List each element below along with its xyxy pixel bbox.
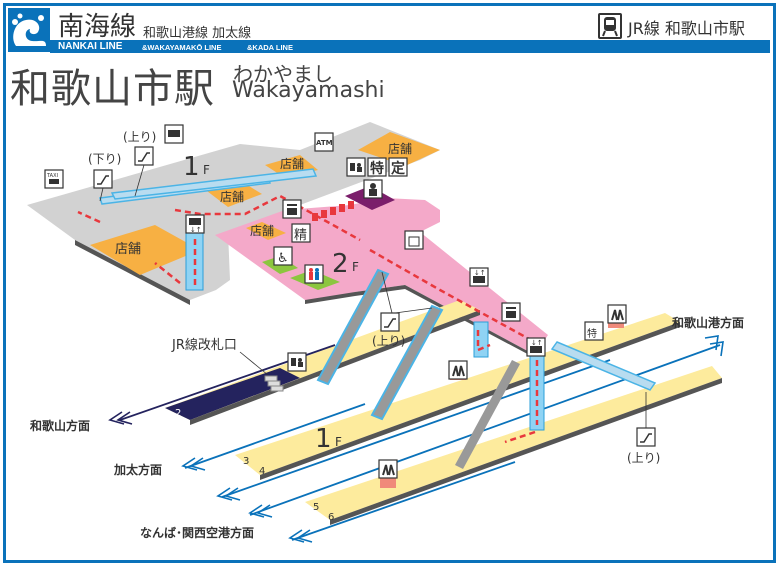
arrow-wakayamako-icon — [704, 335, 724, 357]
escalator-1f-up — [110, 168, 318, 200]
escalator-bridge — [550, 341, 657, 391]
escalator-3 — [455, 360, 520, 469]
direction-arrows — [108, 335, 724, 543]
svg-text:特: 特 — [587, 328, 597, 340]
svg-text:↓↑: ↓↑ — [190, 226, 202, 234]
floor-suffix: F — [335, 435, 342, 449]
escalator-up-label: (上り) — [372, 334, 405, 348]
svg-text:↓↑: ↓↑ — [474, 269, 486, 277]
arrow-left-icon — [248, 504, 273, 518]
escalator-icon — [380, 312, 400, 332]
platform-5-6 — [305, 366, 722, 525]
shop-small — [246, 222, 286, 240]
reserved-seat-icon: 定 — [388, 157, 408, 177]
direction-wakayamako: 和歌山港方面 — [671, 315, 744, 330]
waiting-room-icon — [378, 459, 398, 479]
svg-text:↓↑: ↓↑ — [531, 339, 543, 347]
en-sub-line-2: &KADA LINE — [247, 43, 293, 52]
waiting-room-icon — [607, 304, 627, 324]
walking-routes — [77, 194, 541, 444]
platform-number-3: 3 — [243, 456, 249, 467]
en-main-line: NANKAI LINE — [58, 41, 123, 52]
station-roman: Wakayamashi — [232, 78, 385, 103]
bus-icon — [164, 124, 184, 144]
jr-transfer-label: JR線 和歌山市駅 — [628, 19, 745, 38]
concourse-1f-lower-shadow — [75, 240, 190, 305]
direction-namba-kix: なんば･関西空港方面 — [140, 525, 254, 540]
escalator-up-label: (上り) — [123, 130, 156, 144]
fare-adjustment-icon: 精 — [291, 223, 311, 243]
svg-text:TAXI: TAXI — [46, 173, 58, 179]
platform-number-2: 2 — [175, 408, 181, 419]
coin-locker-icon — [501, 302, 521, 322]
svg-text:定: 定 — [391, 160, 405, 177]
arrow-wakayama-icon — [108, 411, 133, 425]
tracks — [119, 344, 721, 541]
coin-locker-icon — [282, 199, 302, 219]
en-sub-line-1: &WAKAYAMAKŌ LINE — [142, 43, 222, 52]
arrow-namba-icon — [288, 529, 313, 543]
escalator-1 — [316, 268, 390, 386]
line-bar: NANKAI LINE &WAKAYAMAKŌ LINE &KADA LINE — [50, 40, 770, 53]
svg-text:♿: ♿ — [277, 251, 289, 266]
shop-label: 店舗 — [250, 224, 274, 238]
jr-ticket-gate-label: JR線改札口 — [171, 337, 237, 353]
escalator-icon — [93, 169, 113, 189]
train-icon — [598, 13, 622, 39]
arrow-left-icon — [216, 487, 241, 501]
limited-express-ticket-icon: 特 — [367, 157, 387, 177]
ticket-office-icon — [346, 157, 366, 177]
floor-2f: 2 — [332, 249, 349, 279]
escalator-up-label: (上り) — [627, 451, 660, 465]
elevator-icon: ↓↑ — [526, 337, 546, 357]
escalator-icon — [134, 146, 154, 166]
waiting-room-icon — [448, 360, 468, 380]
shop-label: 店舗 — [388, 142, 412, 156]
shop-right — [358, 132, 440, 166]
floor-1f-lower: 1 — [315, 424, 332, 454]
escalator-icon — [636, 427, 656, 447]
station-name: 和歌山市駅 — [10, 66, 215, 112]
wheelchair-icon: ♿ — [273, 246, 293, 266]
ticket-gates — [312, 201, 354, 221]
escalator-2 — [370, 304, 444, 421]
shop-label: 店舗 — [220, 190, 244, 204]
map-frame — [3, 3, 776, 563]
arrow-kada-icon — [181, 457, 206, 471]
line-name: 南海線 — [58, 12, 137, 42]
taxi-icon: TAXI — [44, 169, 64, 189]
jr-ticket-gate — [264, 375, 284, 392]
wave-logo-icon — [12, 13, 47, 46]
elevator-icon: ↓↑ — [469, 267, 489, 287]
atm-icon: ATM — [314, 132, 334, 152]
direction-wakayama: 和歌山方面 — [29, 418, 90, 433]
restroom-icon — [304, 264, 324, 284]
nankai-logo — [8, 8, 50, 52]
shop-label: 店舗 — [115, 242, 141, 257]
svg-text:精: 精 — [294, 228, 307, 243]
direction-kada: 加太方面 — [113, 462, 162, 477]
svg-text:特: 特 — [370, 160, 384, 177]
floor-suffix: F — [352, 260, 359, 274]
station-kana: わかやまし — [233, 62, 333, 86]
svg-text:ATM: ATM — [316, 139, 333, 147]
escalator-down-label: (下り) — [88, 152, 121, 166]
shopping-bag-icon — [404, 230, 424, 250]
station-staff-icon — [363, 179, 383, 199]
shop-large — [90, 225, 200, 275]
escalators — [99, 168, 657, 469]
leader-lines — [99, 164, 647, 428]
limited-express-ticket-machine-icon: 特 — [584, 321, 604, 341]
elevator-icon: ↓↑ — [185, 214, 205, 234]
ticket-office-icon — [287, 352, 307, 372]
sub-lines: 和歌山港線 加太線 — [143, 26, 252, 41]
floor-1f-upper: 1 — [183, 152, 200, 182]
platform-number-4: 4 — [259, 466, 265, 477]
platform-number-6: 6 — [328, 512, 334, 523]
shop-label: 店舗 — [280, 157, 304, 171]
floor-suffix: F — [203, 163, 210, 177]
platform-number-5: 5 — [313, 502, 319, 513]
